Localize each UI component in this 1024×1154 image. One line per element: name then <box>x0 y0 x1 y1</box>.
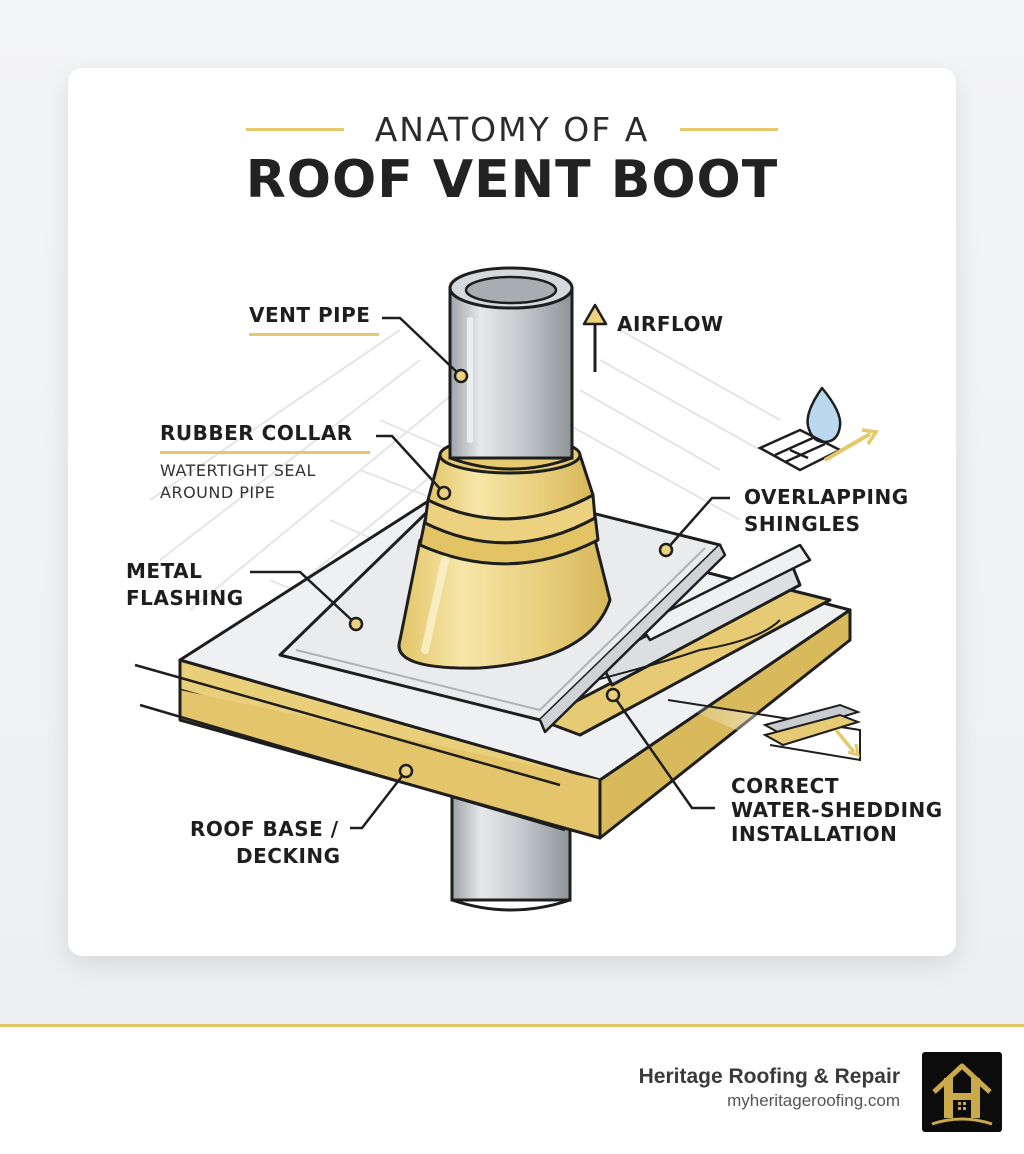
label-overlapping-shingles-2: SHINGLES <box>744 512 861 536</box>
label-rubber-collar-note-2: AROUND PIPE <box>160 483 276 502</box>
label-vent-pipe-underline <box>249 333 379 336</box>
callout-leaders <box>250 316 730 830</box>
label-overlapping-shingles-1: OVERLAPPING <box>744 485 909 509</box>
label-roof-base-1: ROOF BASE / <box>190 817 339 841</box>
brand-name: Heritage Roofing & Repair <box>638 1065 900 1088</box>
footer-rule <box>0 1024 1024 1027</box>
shingle-shed-icon <box>757 428 879 758</box>
label-water-shedding-2: WATER-SHEDDING <box>731 798 943 822</box>
title-rule-left <box>246 128 344 131</box>
label-roof-base-2: DECKING <box>236 844 341 868</box>
airflow-arrow-icon <box>582 303 608 372</box>
house-h-logo-icon <box>931 1063 993 1126</box>
label-metal-flashing-1: METAL <box>126 559 203 583</box>
label-metal-flashing-2: FLASHING <box>126 586 244 610</box>
rubber-boot <box>397 435 612 670</box>
label-airflow: AIRFLOW <box>617 312 724 336</box>
vent-pipe-body <box>448 266 574 471</box>
label-rubber-collar-underline <box>160 451 370 454</box>
title-rule-right <box>680 128 778 131</box>
footer <box>0 1027 1024 1154</box>
label-rubber-collar-note-1: WATERTIGHT SEAL <box>160 461 316 480</box>
callout-dots <box>348 368 674 779</box>
label-water-shedding-3: INSTALLATION <box>731 822 898 846</box>
brand-url: myheritageroofing.com <box>727 1091 900 1110</box>
label-rubber-collar: RUBBER COLLAR <box>160 421 353 445</box>
brand-logo <box>922 1052 1002 1132</box>
page-title: ROOF VENT BOOT <box>245 150 779 210</box>
water-drop-icon <box>806 386 842 444</box>
label-water-shedding-1: CORRECT <box>731 774 839 798</box>
label-vent-pipe: VENT PIPE <box>249 303 371 327</box>
title-line-1: ANATOMY OF A <box>374 110 650 149</box>
